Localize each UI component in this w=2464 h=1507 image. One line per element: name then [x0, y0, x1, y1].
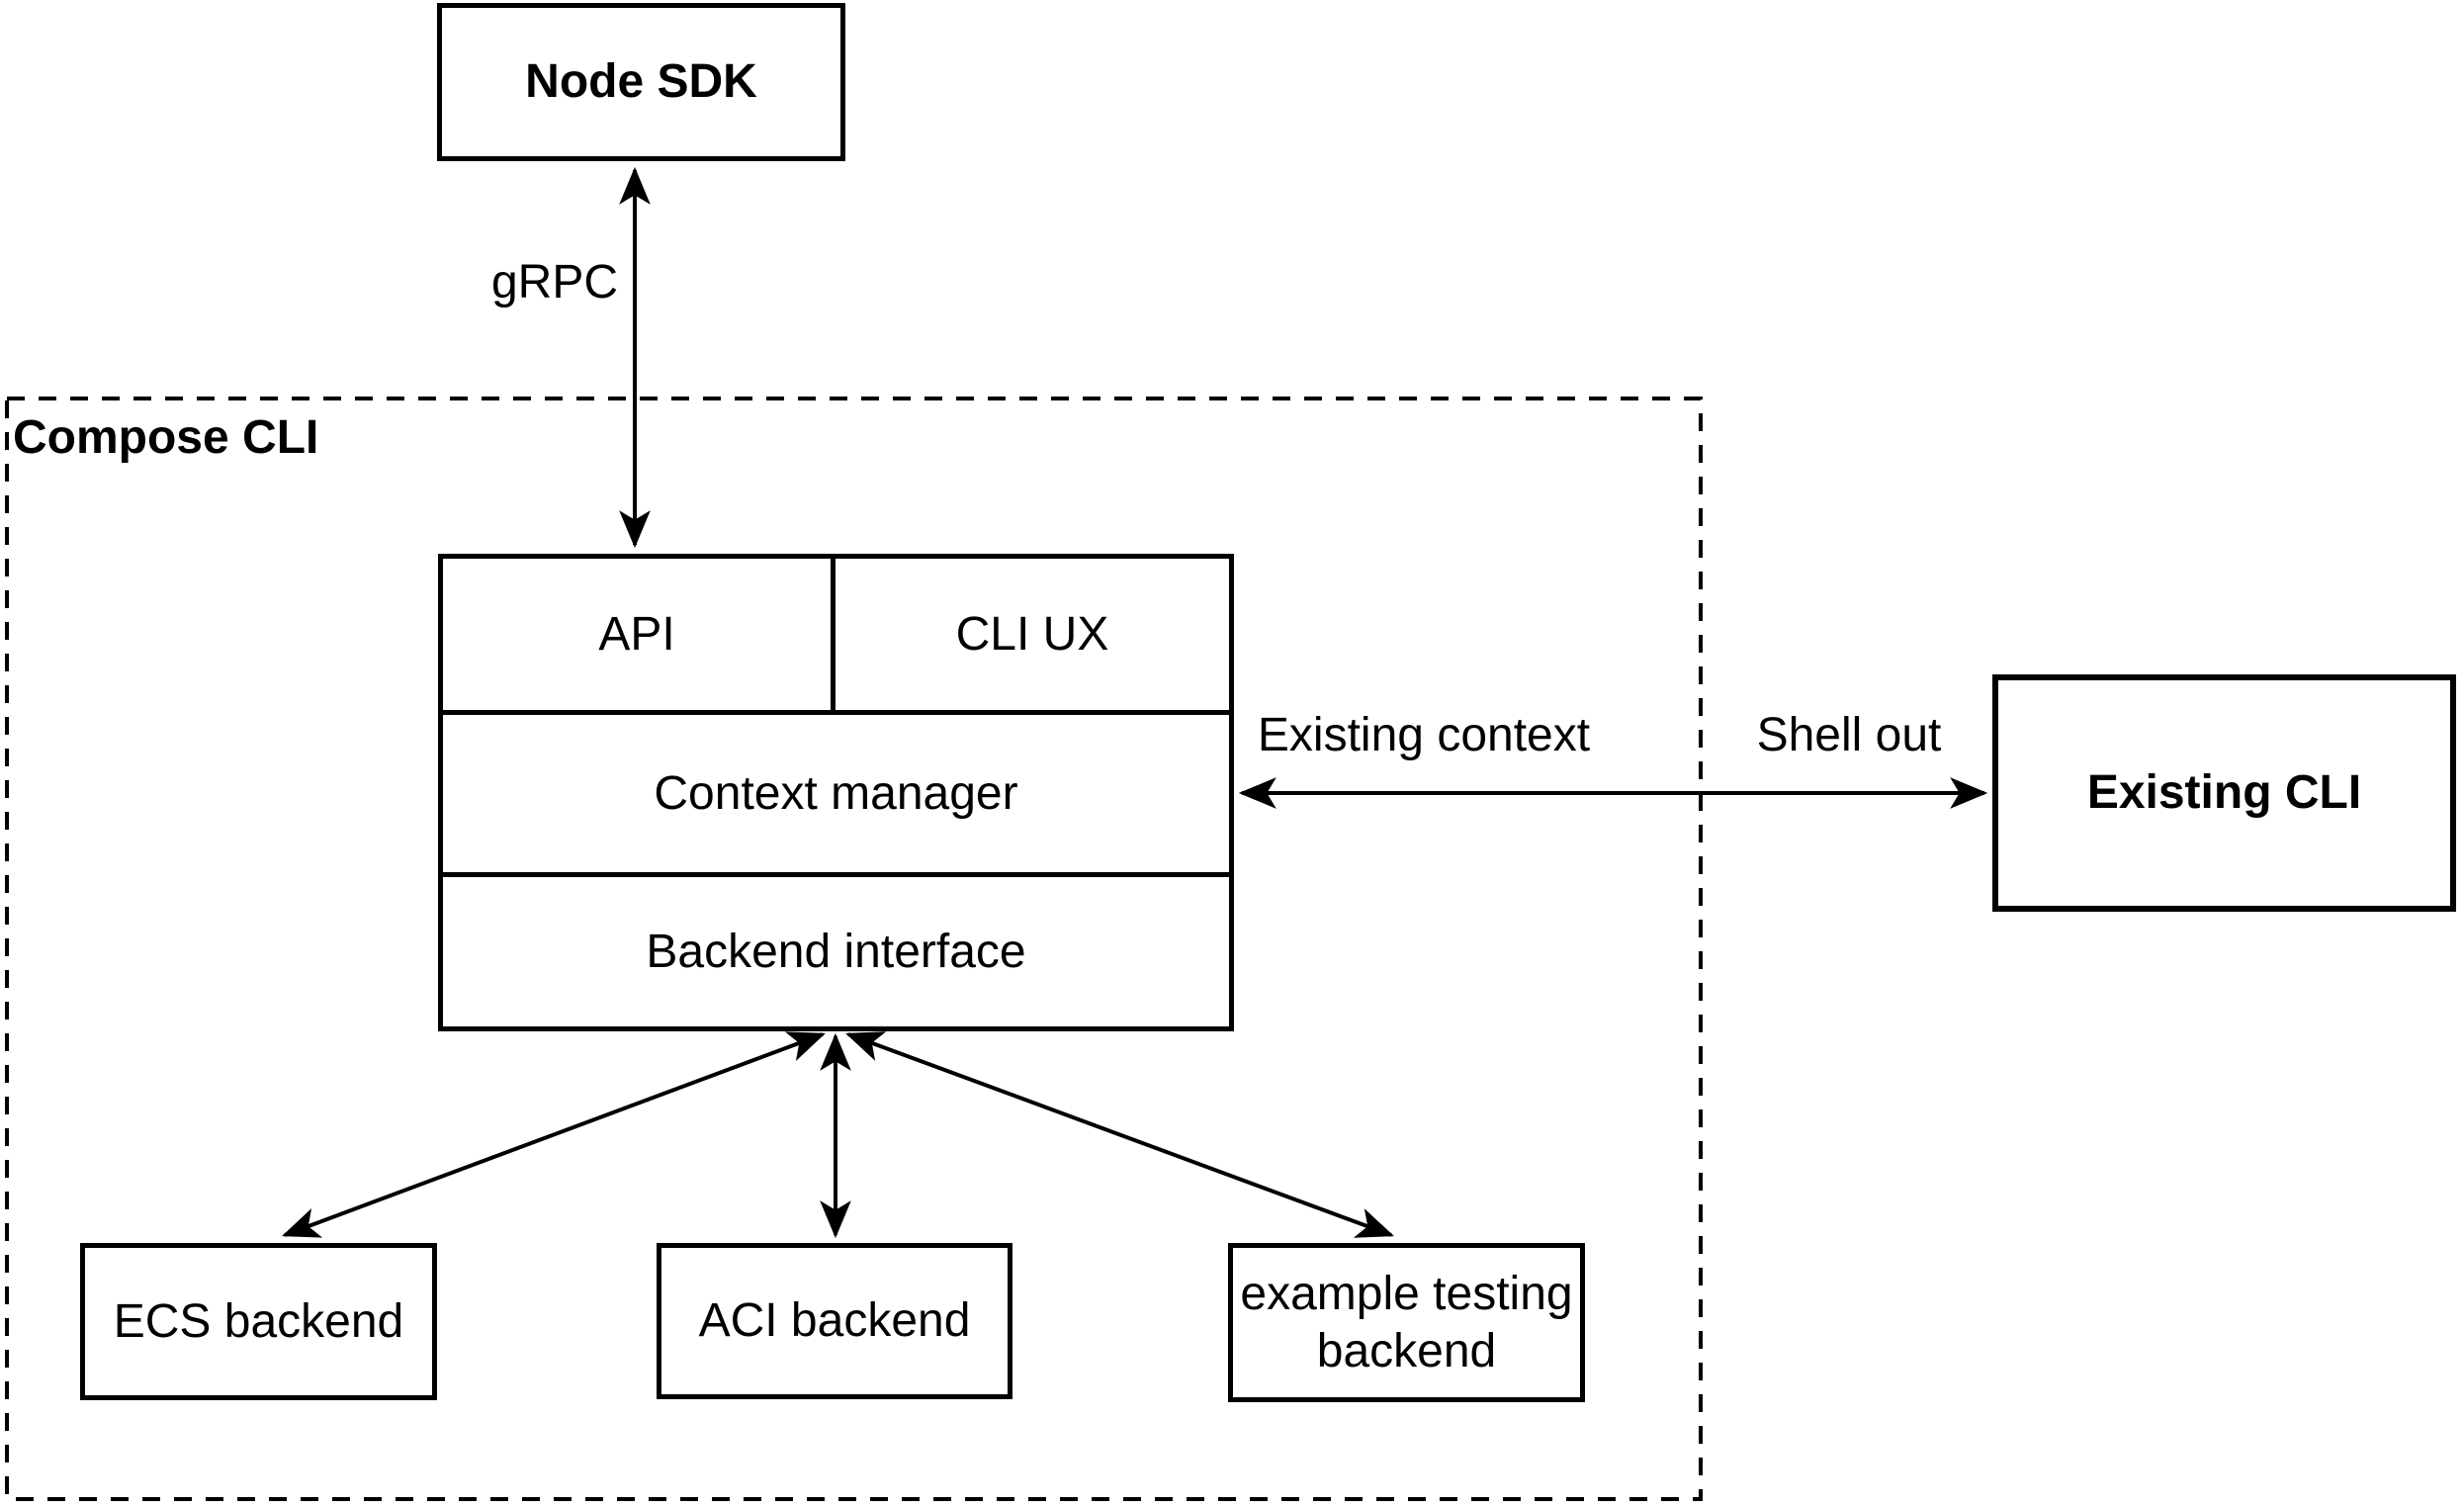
edge-label-existing-context: Existing context [1257, 709, 1591, 761]
node-node-sdk: Node SDK [437, 3, 845, 161]
node-example-testing-backend-label: example testing backend [1240, 1267, 1573, 1377]
node-api: API [443, 559, 831, 710]
node-existing-cli: Existing CLI [1992, 674, 2456, 912]
node-node-sdk-label: Node SDK [525, 55, 757, 109]
node-backend-interface-label: Backend interface [646, 925, 1026, 978]
node-context-manager: Context manager [443, 710, 1229, 872]
compose-cli-container: Compose CLI [5, 397, 1703, 1501]
node-cli-ux-label: CLI UX [955, 607, 1109, 661]
compose-cli-container-border [5, 397, 1703, 1501]
node-existing-cli-label: Existing CLI [2086, 766, 2362, 820]
node-api-label: API [598, 607, 675, 661]
edge-backend-interface-ecs [282, 1031, 826, 1238]
node-example-testing-backend: example testing backend [1228, 1243, 1585, 1402]
compose-cli-label: Compose CLI [13, 411, 319, 464]
node-compose-cli-core: API CLI UX Context manager Backend inter… [438, 554, 1234, 1031]
node-ecs-backend-label: ECS backend [113, 1294, 404, 1348]
edge-label-grpc: gRPC [490, 256, 618, 309]
node-backend-interface: Backend interface [443, 872, 1229, 1026]
edge-backend-interface-example [845, 1031, 1394, 1238]
node-cli-ux: CLI UX [831, 559, 1229, 710]
node-aci-backend-label: ACI backend [698, 1294, 971, 1348]
edge-label-shell-out: Shell out [1756, 709, 1942, 761]
compound-row-top: API CLI UX [443, 559, 1229, 710]
node-ecs-backend: ECS backend [80, 1243, 437, 1400]
node-aci-backend: ACI backend [657, 1243, 1012, 1399]
node-context-manager-label: Context manager [654, 766, 1018, 820]
